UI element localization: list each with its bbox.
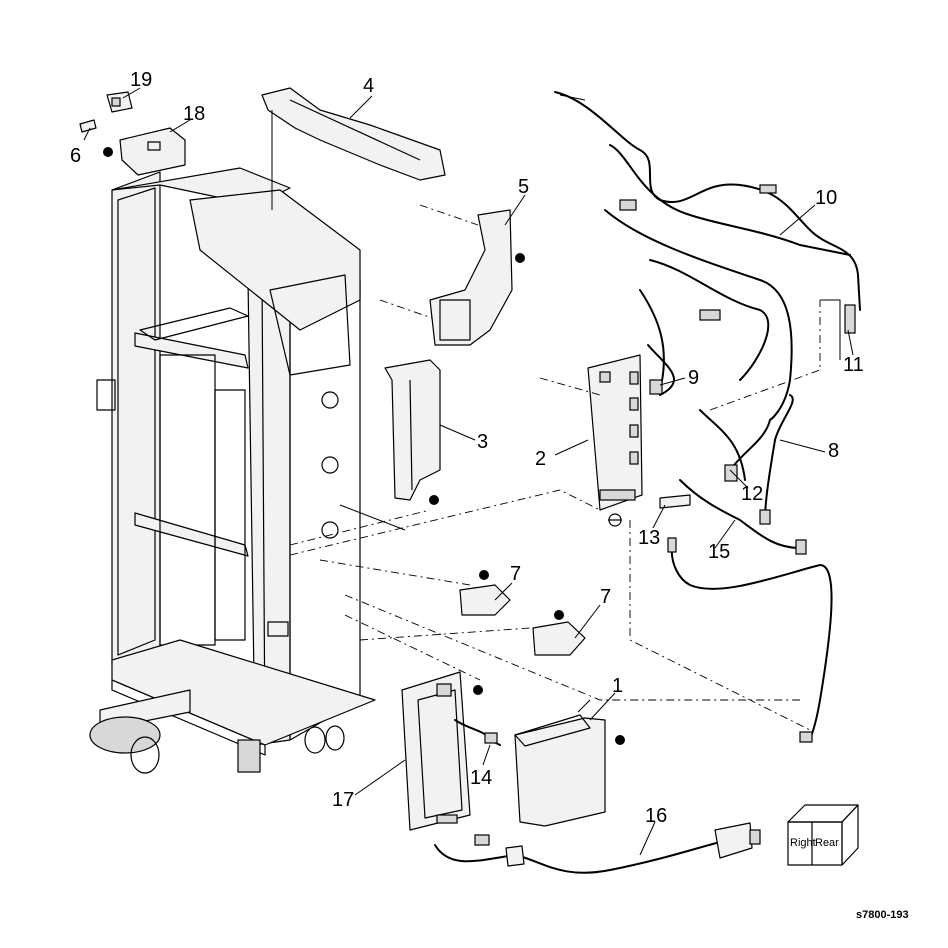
callout-11: 11 xyxy=(843,354,864,376)
callout-7b: 7 xyxy=(600,586,611,608)
part-12-harness xyxy=(699,409,771,482)
part-19-switch xyxy=(106,91,133,113)
callout-18: 18 xyxy=(183,103,205,125)
part-18-screw-dot xyxy=(103,147,113,157)
callout-14: 14 xyxy=(470,767,492,789)
part-7-bracket-b xyxy=(532,621,586,656)
part-13-connector xyxy=(659,494,691,509)
callout-7a: 7 xyxy=(510,563,521,585)
part-18-bracket xyxy=(119,127,186,176)
callout-8: 8 xyxy=(828,440,839,462)
callout-13: 13 xyxy=(638,527,660,549)
callout-9: 9 xyxy=(688,367,699,389)
callout-6: 6 xyxy=(70,145,81,167)
part-3-bracket xyxy=(339,359,441,531)
part-16-power-cord xyxy=(434,822,761,874)
part-14-harness xyxy=(454,719,501,746)
cube-right-label: Right xyxy=(790,837,816,849)
part-5-bracket xyxy=(379,204,513,346)
part-2-board xyxy=(587,354,643,527)
part-5-screw-dot xyxy=(515,253,525,263)
part-4-rail xyxy=(261,87,446,210)
part-10-harness xyxy=(554,91,861,421)
part-15-cable xyxy=(667,479,833,743)
part-9-harness xyxy=(647,344,675,396)
callout-12: 12 xyxy=(741,483,763,505)
callout-3: 3 xyxy=(477,431,488,453)
part-3-screw-dot xyxy=(429,495,439,505)
part-11-connector xyxy=(820,299,856,360)
callout-4: 4 xyxy=(363,75,374,97)
callout-19: 19 xyxy=(130,69,152,91)
part-8-harness xyxy=(759,394,794,525)
part-1-screw-dot xyxy=(615,735,625,745)
callout-10: 10 xyxy=(815,187,837,209)
callout-5: 5 xyxy=(518,176,529,198)
callout-17: 17 xyxy=(332,789,354,811)
callout-1: 1 xyxy=(612,675,623,697)
callout-16: 16 xyxy=(645,805,667,827)
main-frame-assembly xyxy=(89,167,376,774)
callout-labels: 1 2 3 4 5 6 7 7 8 9 10 11 12 13 14 15 16… xyxy=(70,69,864,827)
part-7a-screw-dot xyxy=(479,570,489,580)
cube-rear-label: Rear xyxy=(815,837,839,849)
part-7b-screw-dot xyxy=(554,610,564,620)
callout-15: 15 xyxy=(708,541,730,563)
part-1-cover xyxy=(514,699,606,827)
callout-2: 2 xyxy=(535,448,546,470)
figure-id: s7800-193 xyxy=(856,909,909,921)
part-17-power-supply xyxy=(401,671,471,831)
callout-leaders xyxy=(83,87,854,856)
assembly-lines xyxy=(289,300,821,731)
part-6-clip xyxy=(79,119,97,133)
part-17-screw-dot xyxy=(473,685,483,695)
orientation-cube: Right Rear xyxy=(787,804,859,866)
part-7-bracket-a xyxy=(459,584,511,616)
